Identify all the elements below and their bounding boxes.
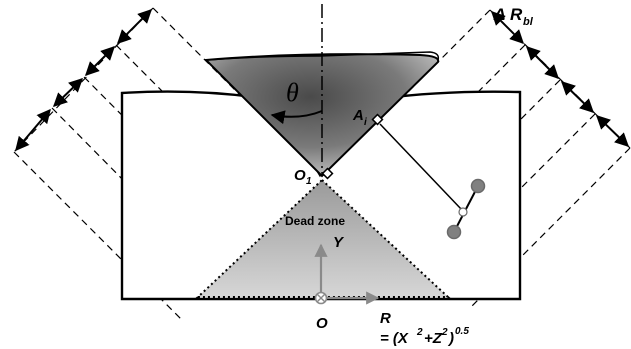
r-formula: = (X 2 +Z 2 ) 0.5 xyxy=(380,326,469,347)
particle-midpoint xyxy=(458,207,468,217)
svg-text:2: 2 xyxy=(441,327,448,338)
ai-to-particle-line xyxy=(379,123,463,211)
svg-text:+Z: +Z xyxy=(424,330,443,347)
svg-text:i: i xyxy=(364,117,367,128)
particle-pair xyxy=(446,178,486,240)
svg-text:): ) xyxy=(447,330,454,347)
r-axis-label: R xyxy=(380,310,391,327)
o1-marker xyxy=(321,167,334,180)
ai-marker xyxy=(371,113,384,126)
coordinate-axes xyxy=(314,243,380,305)
svg-text:Δ: Δ xyxy=(493,5,505,24)
ai-label: A i xyxy=(352,107,367,128)
svg-text:A: A xyxy=(352,107,364,124)
svg-text:0.5: 0.5 xyxy=(455,326,469,337)
cone-top-edge xyxy=(205,51,440,61)
particle-bottom xyxy=(446,224,462,240)
svg-text:= (X: = (X xyxy=(380,330,409,347)
theta-arc xyxy=(270,110,323,125)
theta-label: θ xyxy=(286,78,299,107)
svg-text:1: 1 xyxy=(306,176,312,187)
svg-text:R: R xyxy=(510,5,523,24)
dead-zone-label: Dead zone xyxy=(285,214,345,228)
svg-text:2: 2 xyxy=(416,327,423,338)
origin-label: O xyxy=(316,315,328,332)
svg-text:bl: bl xyxy=(523,16,534,28)
delta-rbl-label: Δ R bl xyxy=(493,5,534,28)
o1-label: O 1 xyxy=(294,167,312,187)
particle-top xyxy=(470,178,486,194)
left-spacing-arrows xyxy=(15,9,152,152)
svg-text:O: O xyxy=(294,167,306,184)
y-axis-label: Y xyxy=(333,234,345,251)
right-spacing-arrows xyxy=(491,11,630,147)
